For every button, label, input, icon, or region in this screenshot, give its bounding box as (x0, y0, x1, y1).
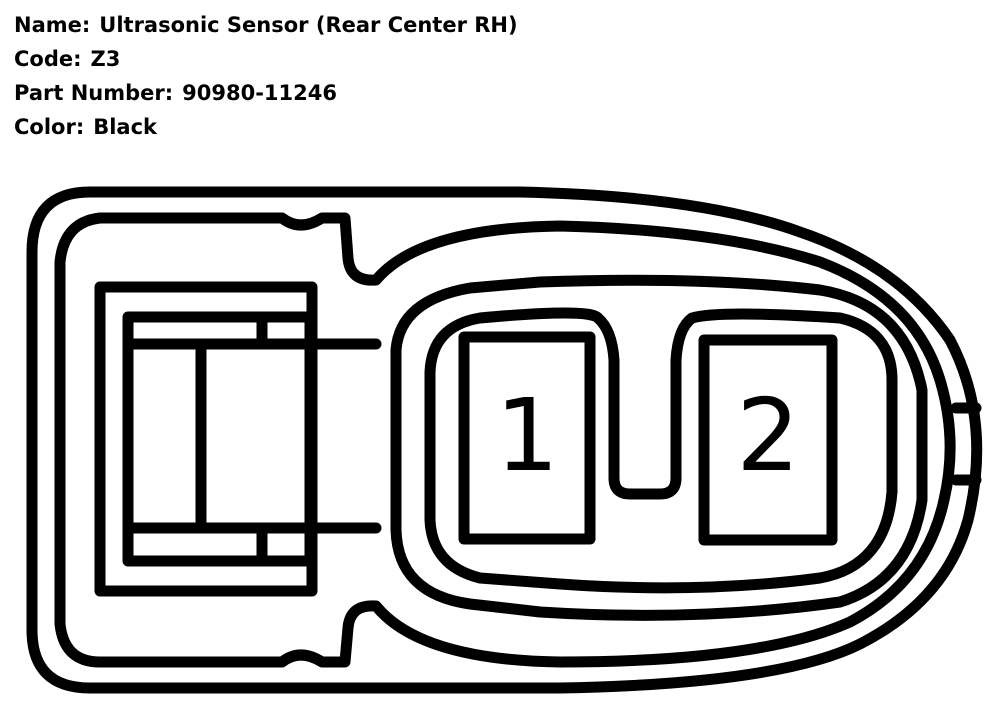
part-number-value: 90980-11246 (182, 81, 337, 105)
code-value: Z3 (90, 47, 121, 71)
cavity-inner-ring (424, 307, 898, 594)
code-label: Code: (14, 47, 82, 71)
part-number-row: Part Number: 90980-11246 (14, 76, 518, 110)
connector-info: Name:Ultrasonic Sensor (Rear Center RH) … (14, 8, 518, 144)
latch-block-inner (122, 311, 316, 567)
pin-2-label: 2 (736, 377, 800, 494)
housing-inner-outline (54, 212, 956, 668)
pin-1-label: 1 (495, 377, 559, 494)
pin-2-terminal (698, 334, 838, 546)
color-label: Color: (14, 115, 85, 139)
code-row: Code: Z3 (14, 42, 518, 76)
color-value: Black (93, 115, 158, 139)
part-number-label: Part Number: (14, 81, 174, 105)
housing-outer-outline (26, 186, 983, 694)
name-value: Ultrasonic Sensor (Rear Center RH) (99, 13, 518, 37)
name-row: Name: Ultrasonic Sensor (Rear Center RH) (14, 8, 518, 42)
color-row: Color: Black (14, 110, 518, 144)
name-label: Name: (14, 13, 91, 37)
pin-1-terminal (458, 331, 596, 545)
cavity-outer-ring (390, 274, 928, 621)
